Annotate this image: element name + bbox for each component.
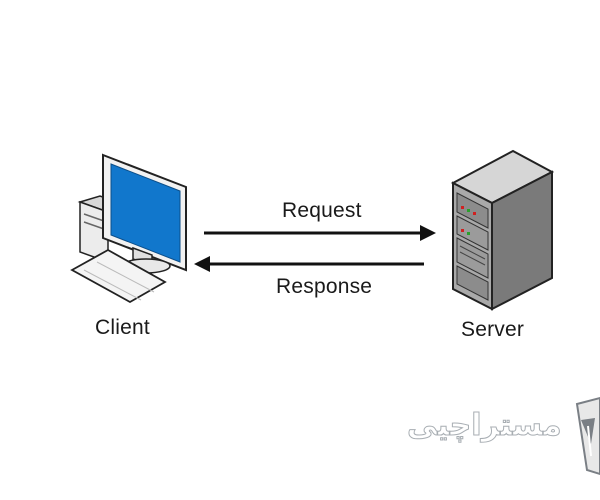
response-label: Response (276, 275, 373, 298)
desktop-computer-icon (70, 153, 187, 304)
server-tower-icon (450, 149, 555, 311)
client-label: Client (95, 316, 150, 339)
server-label: Server (461, 318, 525, 341)
watermark-text: مستراچیی (407, 408, 563, 444)
request-arrow (204, 225, 436, 241)
response-arrow (194, 256, 424, 272)
fountain-pen-logo-icon (575, 396, 600, 476)
request-label: Request (282, 199, 362, 222)
